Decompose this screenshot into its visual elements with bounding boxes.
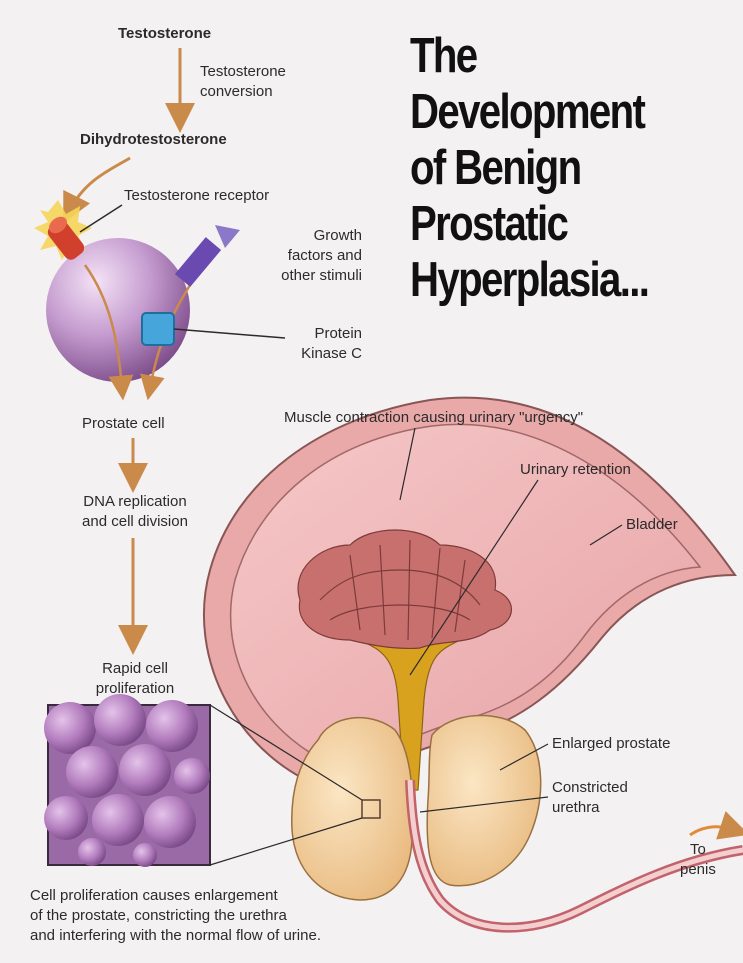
- to-penis-arrow: [690, 827, 735, 835]
- pkc-label-2: Kinase C: [270, 344, 362, 363]
- receptor-leader-line: [80, 205, 122, 232]
- testosterone-label: Testosterone: [118, 24, 211, 43]
- pkc-leader-line: [174, 329, 285, 338]
- dna-label-2: and cell division: [50, 512, 220, 531]
- pkc-label-1: Protein: [290, 324, 362, 343]
- prostate-right-lobe: [427, 715, 540, 885]
- arrow-dht-to-receptor: [70, 158, 130, 210]
- caption-line-3: and interfering with the normal flow of …: [30, 926, 321, 945]
- growth-label-2: factors and: [244, 246, 362, 265]
- caption-line-1: Cell proliferation causes enlargement: [30, 886, 278, 905]
- constricted-label-1: Constricted: [552, 778, 628, 797]
- bladder-label: Bladder: [626, 515, 678, 534]
- protein-kinase-c-icon: [142, 313, 174, 345]
- title-line-4: Prostatic: [410, 196, 681, 252]
- caption-line-2: of the prostate, constricting the urethr…: [30, 906, 287, 925]
- enlarged-prostate-label: Enlarged prostate: [552, 734, 670, 753]
- to-penis-label-2: penis: [680, 860, 716, 879]
- to-penis-label-1: To: [690, 840, 706, 859]
- constricted-label-2: urethra: [552, 798, 600, 817]
- growth-factor-receptor-icon: [175, 225, 240, 287]
- title-line-2: Development: [410, 84, 681, 140]
- title-line-3: of Benign: [410, 140, 681, 196]
- dna-label-1: DNA replication: [50, 492, 220, 511]
- receptor-label: Testosterone receptor: [124, 186, 269, 205]
- title-line-5: Hyperplasia...: [410, 252, 681, 308]
- main-title: The Development of Benign Prostatic Hype…: [410, 28, 681, 308]
- growth-label-3: other stimuli: [244, 266, 362, 285]
- dht-label: Dihydrotestosterone: [80, 130, 227, 149]
- urinary-retention-label: Urinary retention: [520, 460, 631, 479]
- magnified-cells-panel: [44, 694, 210, 867]
- prostate-cell-label: Prostate cell: [82, 414, 165, 433]
- conversion-label-2: conversion: [200, 82, 273, 101]
- muscle-contraction-label: Muscle contraction causing urinary "urge…: [284, 408, 583, 427]
- growth-label-1: Growth: [272, 226, 362, 245]
- rapid-label-1: Rapid cell: [50, 659, 220, 678]
- conversion-label-1: Testosterone: [200, 62, 286, 81]
- title-line-1: The: [410, 28, 681, 84]
- rapid-label-2: proliferation: [50, 679, 220, 698]
